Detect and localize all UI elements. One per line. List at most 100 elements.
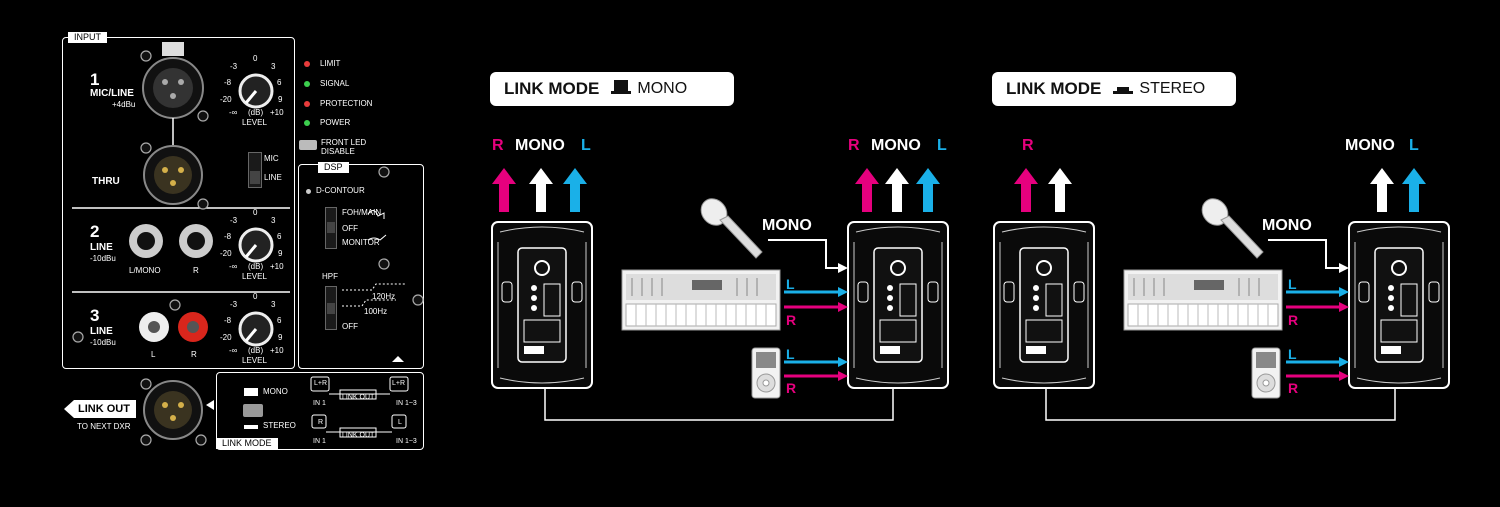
hpf-switch[interactable] [325,286,337,330]
hpf-100-label: 100Hz [364,307,388,316]
link-out-mini-a: LINK OUT [342,394,375,401]
limit-label: LIMIT [320,59,341,68]
mic-switch-label: MIC [264,154,279,163]
dcontour-label: D-CONTOUR [316,186,365,195]
stereo-left-r-label: R [1022,137,1034,154]
monitor-label: MONITOR [342,238,380,247]
mono-mic-label: MONO [762,217,812,234]
ch2-lmono-jack[interactable] [129,224,163,258]
link-out-sub: TO NEXT DXR [77,422,131,431]
level-knob-3[interactable] [238,311,274,347]
mono-ipod-icon [751,347,781,399]
mono-left-r-label: R [492,137,504,154]
foh-main-label: FOH/MAIN [342,208,382,217]
mono-header-title: LINK MODE [504,79,600,98]
mono-right-mono-arrow-icon [885,168,909,212]
mono-right-speaker-icon [847,221,949,389]
ch3-number: 3 [90,306,100,325]
ch1-sub: +4dBu [112,100,136,109]
mono-mic-icon [695,193,763,259]
thru-label: THRU [92,176,120,187]
stereo-header-mode: STEREO [1139,80,1206,97]
link-out-xlr-jack[interactable] [143,380,203,440]
stereo-header-title: LINK MODE [1006,79,1102,98]
ch2-sub: -10dBu [90,254,116,263]
dsp-frame [298,164,424,369]
limit-led [304,61,310,67]
mono-right-r-arrow-icon [855,168,879,212]
signal-label: SIGNAL [320,79,350,88]
ch3-l-rca-jack[interactable] [139,312,169,342]
power-led [304,120,310,126]
mono-left-speaker-icon [491,221,593,389]
link-l-label: L [398,419,402,426]
mono-right-l-arrow-icon [916,168,940,212]
stereo-kb-r-label: R [1288,312,1299,328]
mono-ipod-l-label: L [786,346,795,362]
front-led-line1: FRONT LED [321,138,367,147]
mono-left-mono-arrow-icon [529,168,553,212]
stereo-ipod-r-label: R [1288,380,1299,396]
mono-left-r-arrow-icon [492,168,516,212]
mono-header-mode: MONO [637,80,688,97]
dsp-tab: DSP [318,162,349,173]
line-switch-label: LINE [264,173,282,182]
thru-xlr-jack[interactable] [143,145,203,205]
stereo-mode-header-icon [1113,79,1134,100]
ch3-jack2-label: R [191,350,197,359]
stereo-right-mono-arrow-icon [1370,168,1394,212]
hpf-120-label: 120Hz [372,292,396,301]
mono-kb-r-label: R [786,312,797,328]
ch2-jack2-label: R [193,266,199,275]
input-section-frame [62,37,295,369]
mono-left-mono-label: MONO [515,137,565,154]
stereo-mode-icon [244,425,258,429]
stereo-kb-l-label: L [1288,276,1297,292]
dcontour-switch[interactable] [325,207,337,249]
level-knob-1[interactable] [238,73,274,109]
mono-mode-icon [244,388,258,396]
mono-right-r-label: R [848,137,860,154]
link-mono-label: MONO [263,387,288,396]
link-lr-in-label: L+R [314,380,328,387]
ch1-xlr-jack[interactable] [142,42,204,119]
link-mode-switch[interactable] [243,404,263,417]
link-stereo-label: STEREO [263,421,296,430]
signal-led [304,81,310,87]
mono-keyboard-icon [621,269,781,331]
level-knob-2[interactable] [238,227,274,263]
mono-kb-l-label: L [786,276,795,292]
screw-icons [72,50,424,446]
ch2-label: LINE [90,242,113,253]
mic-line-switch[interactable] [248,152,262,188]
mono-left-l-arrow-icon [563,168,587,212]
ch2-jack1-label: L/MONO [129,266,161,275]
mono-link-cable [544,388,894,421]
ch1-number: 1 [90,70,100,89]
stereo-mic-label: MONO [1262,217,1312,234]
link-r-label: R [318,419,324,426]
ch2-r-jack[interactable] [179,224,213,258]
protection-label: PROTECTION [320,99,373,108]
front-led-disable-switch[interactable] [299,140,317,150]
link-in1-label-b: IN 1 [313,438,326,445]
stereo-right-l-arrow-icon [1402,168,1426,212]
link-mode-frame [216,372,424,450]
link-mode-stereo-header: LINK MODE STEREO [992,72,1236,106]
ch3-sub: -10dBu [90,338,116,347]
link-in13-label-b: IN 1~3 [396,438,417,445]
mono-left-l-label: L [581,137,591,154]
link-out-label: LINK OUT [64,400,136,418]
stereo-keyboard-icon [1123,269,1283,331]
stereo-left-speaker-icon [993,221,1095,389]
link-in13-label-a: IN 1~3 [396,400,417,407]
stereo-right-speaker-icon [1348,221,1450,389]
stereo-left-mono-arrow-icon [1048,168,1072,212]
stereo-link-cable [1045,388,1396,421]
link-lr-out-label: L+R [392,380,406,387]
ch3-label: LINE [90,326,113,337]
stereo-left-r-arrow-icon [1014,168,1038,212]
ch3-r-rca-jack[interactable] [178,312,208,342]
